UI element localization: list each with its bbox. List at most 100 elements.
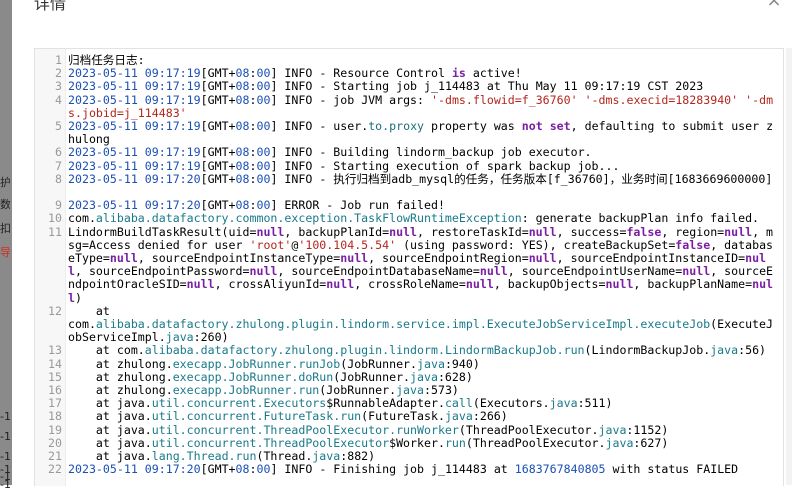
line-number: 12 [48, 303, 62, 318]
log-token: , backupObjects= [493, 277, 606, 292]
log-token: null [326, 277, 355, 292]
log-line: at zhulong.execapp.JobRunner.doRun(JobRu… [68, 369, 778, 384]
log-token: :627) [633, 435, 669, 450]
log-token: set [549, 119, 571, 133]
line-number: 11 [48, 224, 62, 239]
log-line: 归档任务日志: [68, 53, 778, 67]
log-line: LindormBuildTaskResult(uid=null, backupP… [68, 224, 778, 305]
log-token: java [549, 396, 578, 411]
line-number: 3 [55, 79, 62, 94]
log-token: null [249, 264, 278, 279]
log-token: , region= [661, 224, 725, 239]
log-token: null [605, 277, 634, 292]
line-number-gutter [35, 49, 66, 486]
log-token: lang.Thread.run [151, 449, 257, 463]
log-token: 00 [256, 198, 271, 213]
log-token: at java. [68, 422, 152, 437]
log-token: :266) [472, 409, 508, 424]
log-token: call [444, 396, 473, 411]
log-token: [GMT+ [200, 198, 236, 213]
log-token: util.concurrent.FutureTask.run [151, 409, 362, 424]
log-token: '-dms.jobid=j_114483' [68, 92, 774, 120]
log-token [578, 93, 585, 107]
log-token: , defaulting to submit user zhulong [68, 119, 774, 147]
log-token: 2023-05-11 09:17:19 [68, 145, 201, 160]
log-token: 2023-05-11 09:17:20 [68, 171, 201, 186]
log-token: [GMT+ [200, 79, 236, 94]
log-token: null [682, 264, 711, 279]
log-token: : [249, 145, 257, 160]
log-token: 08 [235, 158, 250, 173]
log-line: at java.util.concurrent.FutureTask.run(F… [68, 410, 778, 423]
log-token: (JobRunner. [340, 356, 418, 371]
log-token: 2023-05-11 09:17:19 [68, 66, 201, 81]
log-line: at com.alibaba.datafactory.zhulong.plugi… [68, 303, 778, 345]
log-token: java [444, 409, 473, 424]
log-token: 00 [256, 171, 271, 186]
log-token: (FutureTask. [361, 409, 445, 424]
log-token: , sourceEndpointOracleSID= [68, 264, 774, 292]
log-line: at zhulong.execapp.JobRunner.runJob(JobR… [68, 356, 778, 371]
log-token: at java. [68, 435, 152, 450]
log-token: , databaseType= [68, 237, 774, 265]
log-token: $RunnableAdapter. [326, 396, 445, 411]
log-token: :573) [424, 383, 459, 397]
log-token: [GMT+ [200, 119, 236, 133]
log-token: null [528, 251, 557, 265]
log-token: :56) [738, 343, 767, 358]
log-token: false [626, 224, 662, 239]
background-text-fragment: -1 [0, 463, 10, 476]
log-token: util.concurrent.ThreadPoolExecutor.runWo… [151, 422, 459, 437]
log-token: [GMT+ [200, 158, 236, 173]
log-token: alibaba.datafactory.common.exception.Tas… [95, 211, 522, 226]
log-token: with status FAILED [605, 462, 739, 477]
log-token: [GMT+ [200, 66, 236, 81]
log-token: ] INFO - Starting job j_114483 at Thu Ma… [270, 79, 704, 94]
log-token: , success= [556, 224, 627, 239]
log-token: not [521, 119, 543, 133]
log-token: at com. [68, 303, 110, 331]
log-token: java [312, 449, 341, 463]
log-token: com. [68, 211, 96, 226]
close-icon[interactable]: × [766, 0, 782, 11]
log-token: 2023-05-11 09:17:19 [68, 158, 201, 173]
log-token: : generate backupPlan info failed. [521, 211, 760, 226]
line-number: 14 [48, 356, 62, 371]
log-token: : [249, 462, 257, 477]
line-number: 9 [55, 198, 62, 213]
background-text-fragment: -1 [0, 478, 10, 491]
log-line: com.alibaba.datafactory.common.exception… [68, 212, 778, 225]
log-token: , sourceEndpointPassword= [74, 264, 250, 279]
log-token: execapp.JobRunner.run [172, 383, 320, 397]
log-line: 2023-05-11 09:17:20[GMT+08:00] ERROR - J… [68, 199, 778, 212]
log-token: (using password: YES), createBackupSet= [396, 237, 676, 252]
log-token: : [249, 79, 257, 94]
log-token: (Executors. [472, 396, 550, 411]
log-token: $Worker. [389, 435, 445, 450]
log-token: 08 [235, 92, 250, 107]
line-number: 22 [48, 462, 62, 477]
line-number: 16 [48, 383, 62, 397]
log-token: null [528, 224, 557, 239]
log-line: 2023-05-11 09:17:19[GMT+08:00] INFO - St… [68, 80, 778, 93]
modal-scrollbar[interactable] [786, 48, 792, 485]
line-number: 7 [55, 158, 62, 173]
log-token: :511) [577, 396, 613, 411]
log-token: 08 [235, 119, 250, 133]
log-line: 2023-05-11 09:17:19[GMT+08:00] INFO - jo… [68, 92, 778, 120]
log-token: at java. [68, 449, 152, 463]
log-token: 2023-05-11 09:17:19 [68, 79, 201, 94]
log-token: null [389, 224, 418, 239]
log-token: 00 [256, 92, 271, 107]
log-token: : [249, 158, 257, 173]
log-line: at zhulong.execapp.JobRunner.run(JobRunn… [68, 383, 778, 397]
line-number: 5 [55, 119, 62, 133]
log-token: at java. [68, 409, 152, 424]
log-token: execapp.JobRunner.doRun [172, 369, 334, 384]
log-token: 2023-05-11 09:17:19 [68, 92, 201, 107]
log-line: 2023-05-11 09:17:20[GMT+08:00] INFO - 执行… [68, 171, 778, 186]
log-token: ] INFO - user. [270, 119, 369, 133]
log-token: LindormBuildTaskResult(uid= [68, 224, 257, 239]
log-token: java [396, 383, 424, 397]
